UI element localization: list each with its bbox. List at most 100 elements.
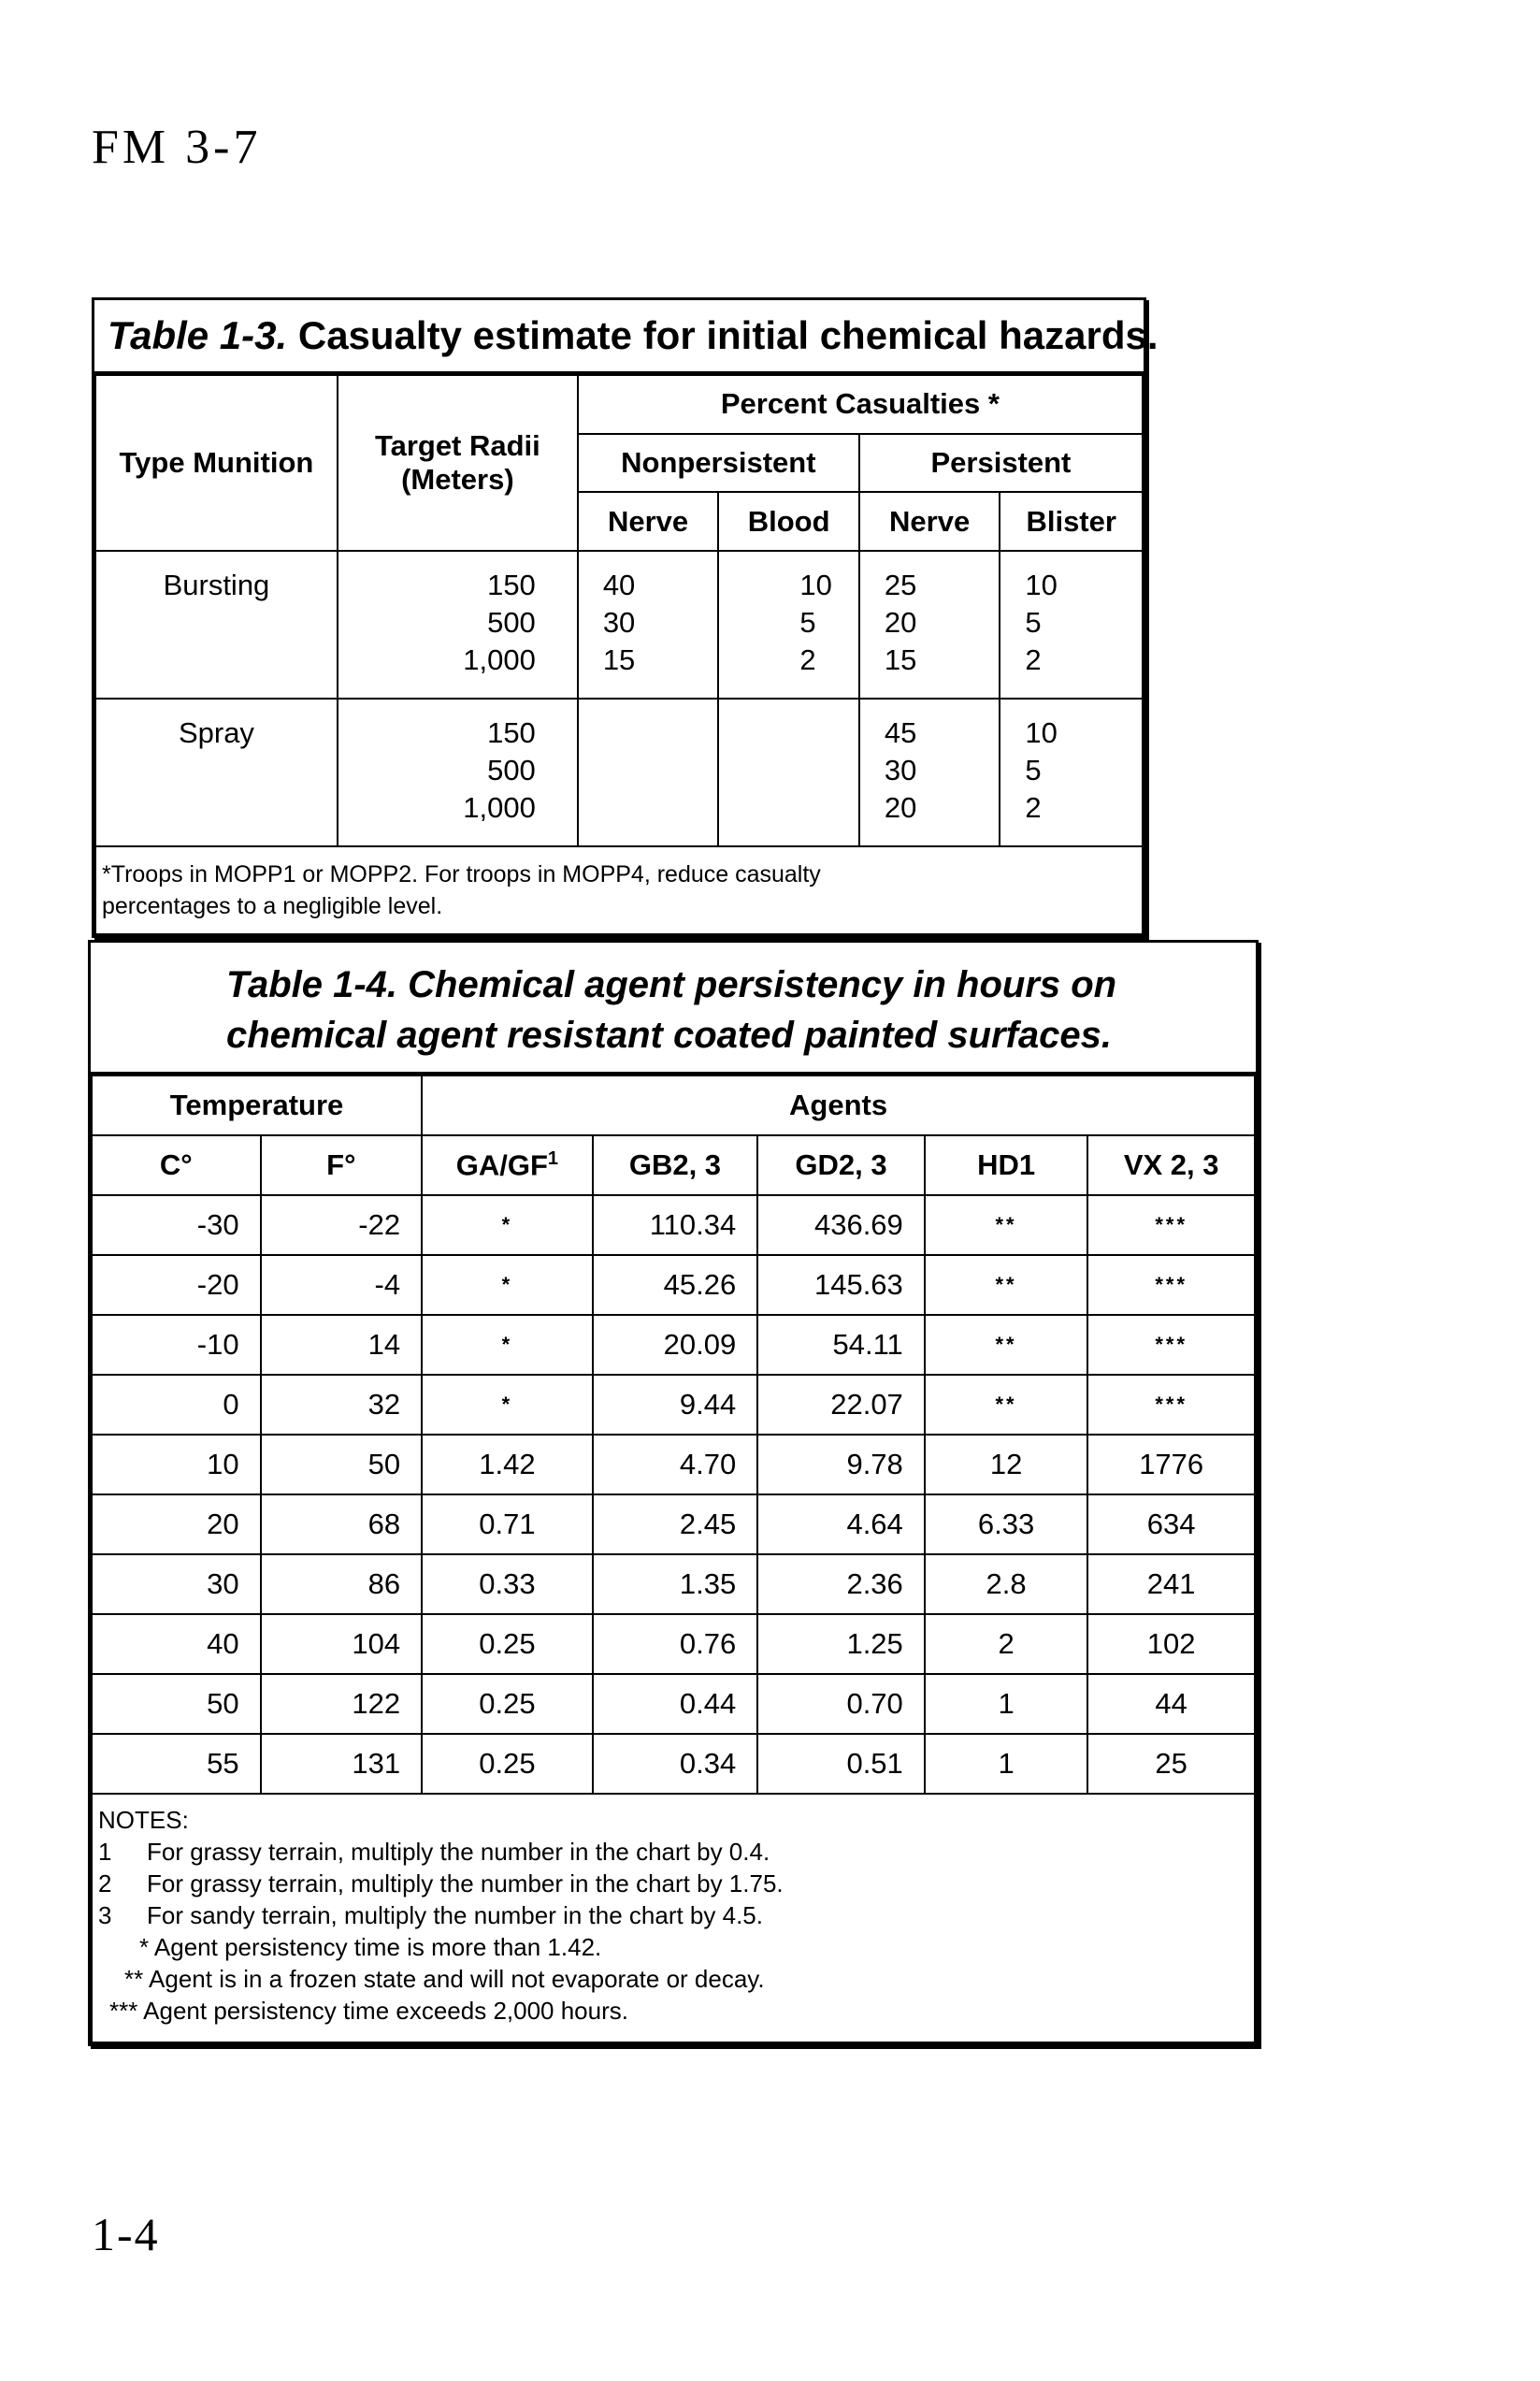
ga-gf-cell: * [421,1374,594,1436]
hd-cell: 1 [923,1673,1089,1735]
casualty-value: 20 [884,791,917,824]
header-vx: VX 2, 3 [1087,1134,1256,1196]
vx-cell: 44 [1087,1673,1256,1735]
persistency-table: Temperature Agents C° F° GA/GF1 GB2, 3 G… [90,1075,1256,2043]
gb-cell: 45.26 [591,1254,759,1316]
table-1-3-footnote: *Troops in MOPP1 or MOPP2. For troops in… [94,845,1144,935]
vx-cell: 1776 [1087,1434,1256,1495]
header-agents: Agents [421,1075,1256,1136]
fahrenheit-cell: 104 [259,1613,424,1675]
gb-cell: 4.70 [591,1434,759,1495]
fahrenheit-cell: 50 [259,1434,424,1495]
radii-value: 150 [487,569,536,601]
gd-cell: 145.63 [756,1254,926,1316]
note-text: For grassy terrain, multiply the number … [147,1869,784,1898]
celsius-cell: 30 [91,1553,262,1615]
fahrenheit-cell: 122 [259,1673,424,1735]
gb-cell: 20.09 [591,1314,759,1376]
casualty-value: 2 [1025,791,1042,824]
vx-cell: *** [1087,1314,1256,1376]
header-persistent: Persistent [857,432,1144,494]
header-nerve-persistent: Nerve [857,491,1001,552]
header-target-radii-line2: (Meters) [401,463,514,496]
nonpersistent-nerve-cell [576,698,720,847]
celsius-cell: 10 [91,1434,262,1495]
header-percent-casualties: Percent Casualties * [576,374,1144,435]
vx-cell: *** [1087,1194,1256,1256]
gb-cell: 1.35 [591,1553,759,1615]
gd-cell: 9.78 [756,1434,926,1495]
table-1-4-title-line1: Table 1-4. Chemical agent persistency in… [226,964,1117,1005]
gd-cell: 0.51 [756,1733,926,1795]
celsius-cell: -10 [91,1314,262,1376]
gb-cell: 0.34 [591,1733,759,1795]
table-1-4-title: Table 1-4. Chemical agent persistency in… [91,943,1256,1075]
radii-value: 1,000 [463,643,536,676]
gb-cell: 9.44 [591,1374,759,1436]
celsius-cell: 20 [91,1494,262,1555]
persistent-blister-cell: 10 5 2 [999,550,1144,700]
vx-cell: *** [1087,1374,1256,1436]
gb-cell: 2.45 [591,1494,759,1555]
vx-cell: *** [1087,1254,1256,1316]
gd-cell: 1.25 [756,1613,926,1675]
header-fahrenheit: F° [259,1134,424,1196]
header-blood: Blood [717,491,860,552]
vx-cell: 102 [1087,1613,1256,1675]
header-temperature: Temperature [90,1075,424,1136]
gd-cell: 22.07 [756,1374,926,1436]
note-star-1: * Agent persistency time is more than 1.… [139,1933,602,1961]
radii-value: 1,000 [463,791,536,824]
casualty-value: 10 [799,569,832,601]
fahrenheit-cell: 131 [259,1733,424,1795]
vx-cell: 25 [1087,1733,1256,1795]
fahrenheit-cell: 86 [259,1553,424,1615]
page-number: 1-4 [92,2208,160,2260]
casualty-value: 5 [799,606,816,639]
note-star-3: *** Agent persistency time exceeds 2,000… [109,1997,628,2025]
header-ga-gf-label: GA/GF [455,1148,548,1182]
ga-gf-cell: 0.25 [421,1613,594,1675]
ga-gf-cell: * [421,1314,594,1376]
header-target-radii: Target Radii (Meters) [336,374,579,552]
fahrenheit-cell: 14 [259,1314,424,1376]
ga-gf-cell: 1.42 [421,1434,594,1495]
casualty-value: 5 [1025,606,1042,639]
note-text: For grassy terrain, multiply the number … [147,1838,770,1866]
hd-cell: ** [923,1374,1089,1436]
header-blister: Blister [999,491,1144,552]
hd-cell: 2.8 [923,1553,1089,1615]
type-munition-cell: Spray [94,698,338,847]
header-nerve: Nerve [576,491,720,552]
casualty-value: 45 [884,716,917,749]
footnote-line: percentages to a negligible level. [102,893,443,919]
ga-gf-cell: * [421,1254,594,1316]
casualty-value: 15 [602,643,636,676]
ga-gf-cell: 0.71 [421,1494,594,1555]
ga-gf-cell: * [421,1194,594,1256]
table-1-3-title: Table 1-3. Casualty estimate for initial… [94,300,1159,374]
note-text: For sandy terrain, multiply the number i… [147,1901,763,1929]
ga-gf-cell: 0.33 [421,1553,594,1615]
celsius-cell: 55 [91,1733,262,1795]
vx-cell: 241 [1087,1553,1256,1615]
hd-cell: 2 [923,1613,1089,1675]
casualty-value: 5 [1025,754,1042,786]
header-celsius: C° [91,1134,262,1196]
casualty-value: 10 [1025,716,1058,749]
table-1-3-caption: Casualty estimate for initial chemical h… [287,313,1159,357]
casualty-value: 30 [602,606,636,639]
header-type-munition: Type Munition [94,374,338,552]
